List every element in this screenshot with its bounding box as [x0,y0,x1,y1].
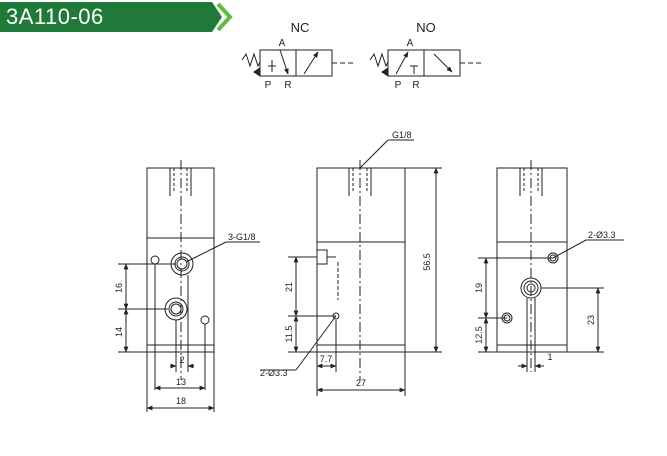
banner-shape [0,2,233,32]
nc-label: NC [291,20,310,35]
dim-19: 19 [474,283,484,293]
dim-13: 13 [176,377,186,387]
no-label: NO [416,20,436,35]
no-port-r: R [412,80,419,91]
side-view: G1/8 56.5 21 11.5 2-Ø3.3 [260,130,442,396]
mount-hole [150,255,160,265]
dim-14: 14 [114,327,124,337]
side-fitting [316,249,328,265]
dim-27: 27 [356,378,366,388]
no-port-a: A [407,38,414,49]
mount-hole [200,315,210,325]
thread-callout: 3-G1/8 [228,232,256,242]
nc-port-r: R [284,80,291,91]
front-view: 16 14 3-G1/8 2 13 18 [114,160,260,412]
title-banner: 3A110-06 [0,0,240,34]
nc-port-a: A [279,38,286,49]
no-valve-symbol: NO A P R [369,20,484,91]
nc-port-p: P [265,80,272,91]
no-box-right [423,49,461,77]
nc-box-left [259,49,297,77]
dim-11-5: 11.5 [284,326,294,343]
banner-body [0,2,222,32]
dim-18: 18 [176,396,186,406]
no-port-p: P [395,80,402,91]
dim-21: 21 [284,282,294,292]
dim-2: 2 [179,355,184,365]
nc-spring [241,52,261,68]
dim-12-5: 12.5 [474,326,484,344]
rear-view: 2-Ø3.3 19 12.5 23 1 [474,160,624,372]
no-box-left [387,49,425,77]
chevron-icon [216,2,233,32]
dim-7-7: 7.7 [320,354,333,364]
hole-callout: 2-Ø3.3 [588,230,616,240]
nc-valve-symbol: NC A P R [241,20,356,91]
dim-23: 23 [586,315,596,325]
no-spring [369,52,389,68]
port-lower [164,297,188,321]
nc-box-right [295,49,333,77]
rear-body [496,167,568,353]
dim-1: 1 [547,352,552,362]
hole-callout: 2-Ø3.3 [260,368,288,378]
thread-callout: G1/8 [392,130,412,140]
dim-56-5: 56.5 [422,253,432,271]
product-code: 3A110-06 [6,4,104,29]
dim-16: 16 [114,283,124,293]
